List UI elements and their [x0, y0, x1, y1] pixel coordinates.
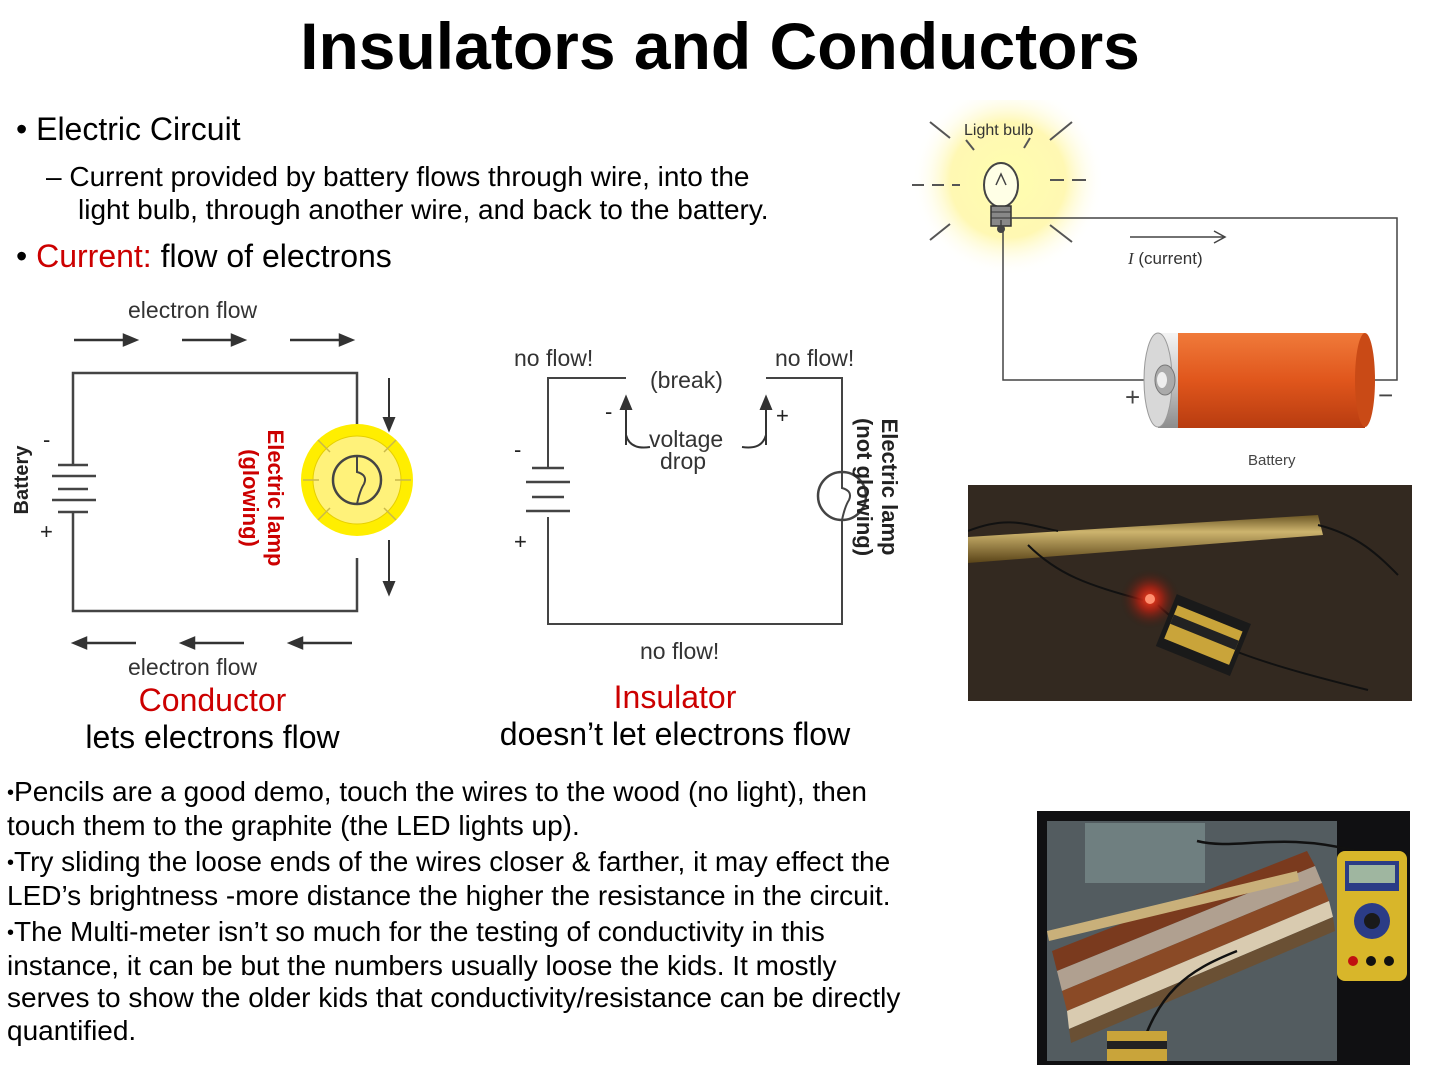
dash: – [46, 161, 70, 192]
insulator-battery-symbol [526, 466, 570, 513]
bulb-icon [983, 162, 1019, 233]
voltage-label: voltage [649, 426, 723, 452]
bulb-circuit-wires [1000, 217, 1398, 381]
conductor-lamp-line1: Electric lamp [263, 430, 288, 567]
no-flow-right-label: no flow! [775, 345, 854, 371]
note-2-line2: LED’s brightness -more distance the high… [7, 879, 891, 911]
gap-plus: + [776, 403, 789, 428]
no-flow-left-label: no flow! [514, 345, 593, 371]
note-bullet: • [7, 852, 15, 874]
bulb-rays [912, 121, 1090, 243]
multimeter [1337, 851, 1407, 981]
insulator-lamp-line1: Electric lamp [877, 419, 902, 556]
drop-label: drop [660, 448, 706, 474]
insulator-plus: + [514, 529, 527, 554]
slide-title: Insulators and Conductors [300, 9, 1140, 83]
conductor-caption: Conductor lets electrons flow [45, 682, 380, 756]
current-label: Current: [36, 238, 152, 274]
note-3-line3: serves to show the older kids that condu… [7, 982, 901, 1013]
rod-led-photo [968, 485, 1412, 701]
note-bullet: • [7, 922, 15, 944]
current-label: I (current) [1127, 249, 1203, 268]
bullet-electric-circuit: • Electric Circuit [16, 110, 241, 148]
note-3-line1-text: The Multi-meter isn’t so much for the te… [14, 916, 825, 947]
insulator-caption: Insulator doesn’t let electrons flow [470, 679, 880, 753]
bullet-current: • Current: flow of electrons [16, 237, 392, 275]
sub-bullet: – Current provided by battery flows thro… [46, 160, 769, 226]
conductor-caption-text: lets electrons flow [85, 719, 340, 755]
bulb-circuit-diagram: Light bulb I (current) + − Battery [912, 100, 1398, 469]
note-bullet: • [7, 782, 15, 804]
bullet-dot: • [16, 111, 37, 147]
conductor-caption-title: Conductor [138, 682, 287, 718]
photo-battery [1155, 594, 1251, 676]
insulator-lamp-label: Electric lamp(not glowing) [852, 418, 902, 556]
sub-bullet-line1-text: Current provided by battery flows throug… [69, 161, 750, 192]
break-label: (break) [650, 367, 723, 393]
electron-flow-bottom-arrows [70, 636, 352, 650]
note-1-line2: touch them to the graphite (the LED ligh… [7, 809, 580, 841]
battery-plus: + [1125, 382, 1140, 412]
note-3-line4: quantified. [7, 1014, 137, 1046]
battery-label: Battery [11, 445, 33, 515]
current-text: flow of electrons [151, 238, 392, 274]
sub-bullet-line1: – Current provided by battery flows thro… [46, 160, 769, 193]
pencils [1047, 851, 1335, 1043]
bullet-electric-circuit-text: Electric Circuit [36, 111, 241, 147]
electron-flow-bottom-label: electron flow [128, 654, 258, 680]
electron-flow-side-arrows [382, 378, 396, 597]
bullet-dot: • [16, 238, 37, 274]
current-text: (current) [1134, 249, 1203, 268]
current-symbol: I [1127, 249, 1135, 268]
note-1-line1-text: Pencils are a good demo, touch the wires… [14, 776, 867, 807]
insulator-diagram: no flow! no flow! (break) - + - + voltag… [514, 345, 902, 664]
electron-flow-top-arrows [74, 333, 356, 347]
insulator-caption-text: doesn’t let electrons flow [499, 716, 851, 752]
voltage-drop-arrows [619, 394, 773, 449]
conductor-battery-symbol [52, 463, 96, 514]
conductor-diagram: electron flow - + Battery Electric lamp(… [11, 297, 413, 680]
sub-bullet-line2: light bulb, through another wire, and ba… [78, 194, 769, 225]
insulator-caption-title: Insulator [613, 679, 737, 715]
conductor-lamp-line2: (glowing) [238, 449, 263, 547]
insulator-wires [547, 377, 843, 625]
light-bulb-label: Light bulb [964, 122, 1033, 139]
materials-bin-photo [1037, 811, 1410, 1065]
conductor-plus: + [40, 519, 53, 544]
conductor-wires [71, 371, 359, 613]
conductor-lamp-label: Electric lamp(glowing) [238, 430, 288, 567]
note-1-line1: •Pencils are a good demo, touch the wire… [7, 776, 900, 810]
electron-flow-top-label: electron flow [128, 297, 258, 323]
battery-icon [1143, 332, 1375, 428]
note-2-line1-text: Try sliding the loose ends of the wires … [14, 846, 891, 877]
insulator-lamp-line2: (not glowing) [852, 418, 877, 556]
gap-minus: - [605, 399, 612, 424]
note-3-line1: •The Multi-meter isn’t so much for the t… [7, 916, 900, 950]
insulator-minus: - [514, 437, 521, 462]
no-flow-bottom-label: no flow! [640, 638, 719, 664]
notes: •Pencils are a good demo, touch the wire… [7, 776, 900, 1047]
note-3-line2: instance, it can be but the numbers usua… [7, 949, 837, 981]
brass-rod [968, 515, 1323, 563]
note-2-line1: •Try sliding the loose ends of the wires… [7, 846, 900, 880]
battery-label: Battery [1248, 452, 1296, 469]
current-arrow [1130, 230, 1227, 244]
glowing-lamp [301, 424, 413, 536]
battery-minus: − [1378, 380, 1393, 410]
unlit-lamp-icon [816, 470, 868, 522]
conductor-minus: - [43, 427, 50, 452]
